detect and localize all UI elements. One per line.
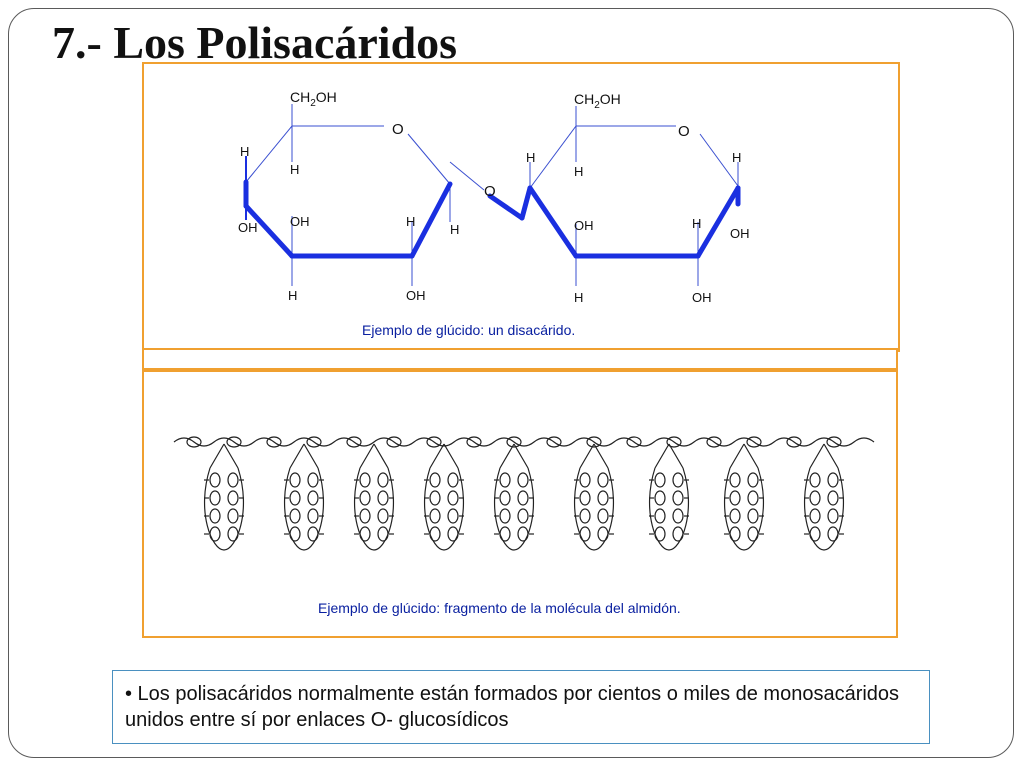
label-oh-1a: OH	[238, 220, 258, 235]
label-ring-o-1: O	[392, 121, 404, 138]
note-box: • Los polisacáridos normalmente están fo…	[112, 670, 930, 744]
note-text: • Los polisacáridos normalmente están fo…	[125, 683, 900, 731]
label-oh-2c: OH	[692, 290, 712, 305]
label-oh-1c: OH	[406, 288, 426, 303]
disaccharide-diagram: CH2OH O H H OH OH H H H OH O CH2OH O H H…	[238, 89, 750, 305]
label-h-2c: H	[732, 150, 741, 165]
label-ring-o-2: O	[678, 123, 690, 140]
divider-strip	[142, 348, 898, 370]
label-h-1e: H	[288, 288, 297, 303]
starch-chain	[173, 436, 875, 551]
label-h-2e: H	[574, 290, 583, 305]
thick-bonds	[243, 179, 741, 259]
label-h-2b: H	[574, 164, 583, 179]
label-oh-1b: OH	[290, 214, 310, 229]
starch-diagram	[173, 436, 875, 551]
label-h-1b: H	[290, 162, 299, 177]
label-ch2oh-1: CH2OH	[290, 89, 337, 109]
disaccharide-caption: Ejemplo de glúcido: un disacárido.	[362, 322, 576, 338]
label-bridge-o: O	[484, 183, 496, 200]
label-oh-2a: OH	[574, 218, 594, 233]
label-h-1d: H	[450, 222, 459, 237]
starch-caption: Ejemplo de glúcido: fragmento de la molé…	[318, 600, 681, 616]
label-h-2d: H	[692, 216, 701, 231]
label-h-2a: H	[526, 150, 535, 165]
label-h-1a: H	[240, 144, 249, 159]
starch-panel: Ejemplo de glúcido: fragmento de la molé…	[142, 370, 898, 638]
label-oh-2b: OH	[730, 226, 750, 241]
label-h-1c: H	[406, 214, 415, 229]
ring1-thin-bonds	[245, 104, 739, 286]
label-ch2oh-2: CH2OH	[574, 91, 621, 111]
disaccharide-panel: CH2OH O H H OH OH H H H OH O CH2OH O H H…	[142, 62, 900, 352]
